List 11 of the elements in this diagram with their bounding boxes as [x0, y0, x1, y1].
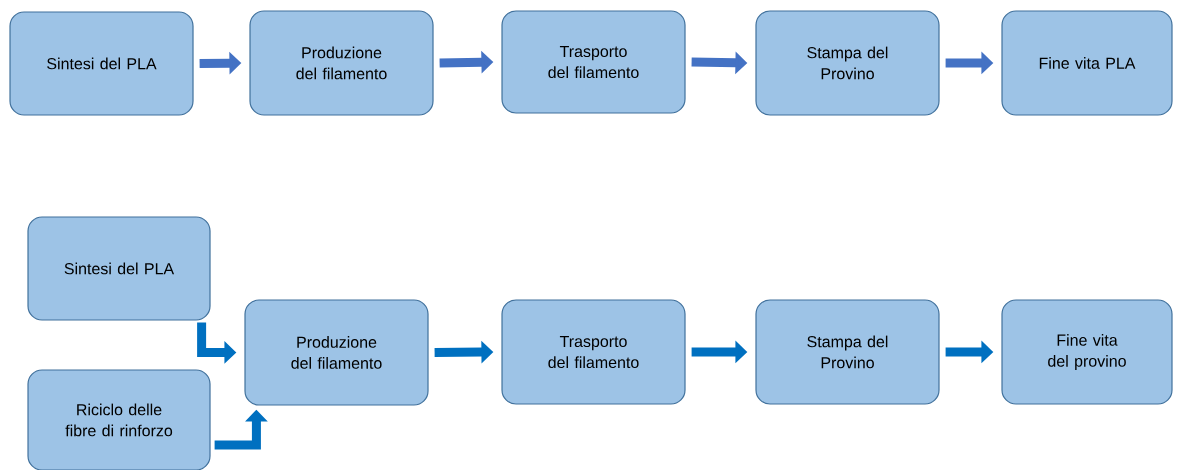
process-box: Stampa del Provino: [755, 10, 940, 116]
process-box: Trasporto del filamento: [501, 299, 686, 405]
process-box: Fine vita del provino: [1001, 299, 1173, 405]
process-box: Produzione del filamento: [244, 299, 429, 406]
process-box: Stampa del Provino: [755, 299, 940, 405]
process-box: Riciclo delle fibre di rinforzo: [27, 369, 211, 470]
process-box: Trasporto del filamento: [501, 10, 686, 114]
process-box: Fine vita PLA: [1001, 10, 1173, 116]
process-box: Sintesi del PLA: [9, 11, 194, 116]
process-box: Produzione del filamento: [249, 10, 434, 116]
process-box: Sintesi del PLA: [27, 216, 211, 321]
